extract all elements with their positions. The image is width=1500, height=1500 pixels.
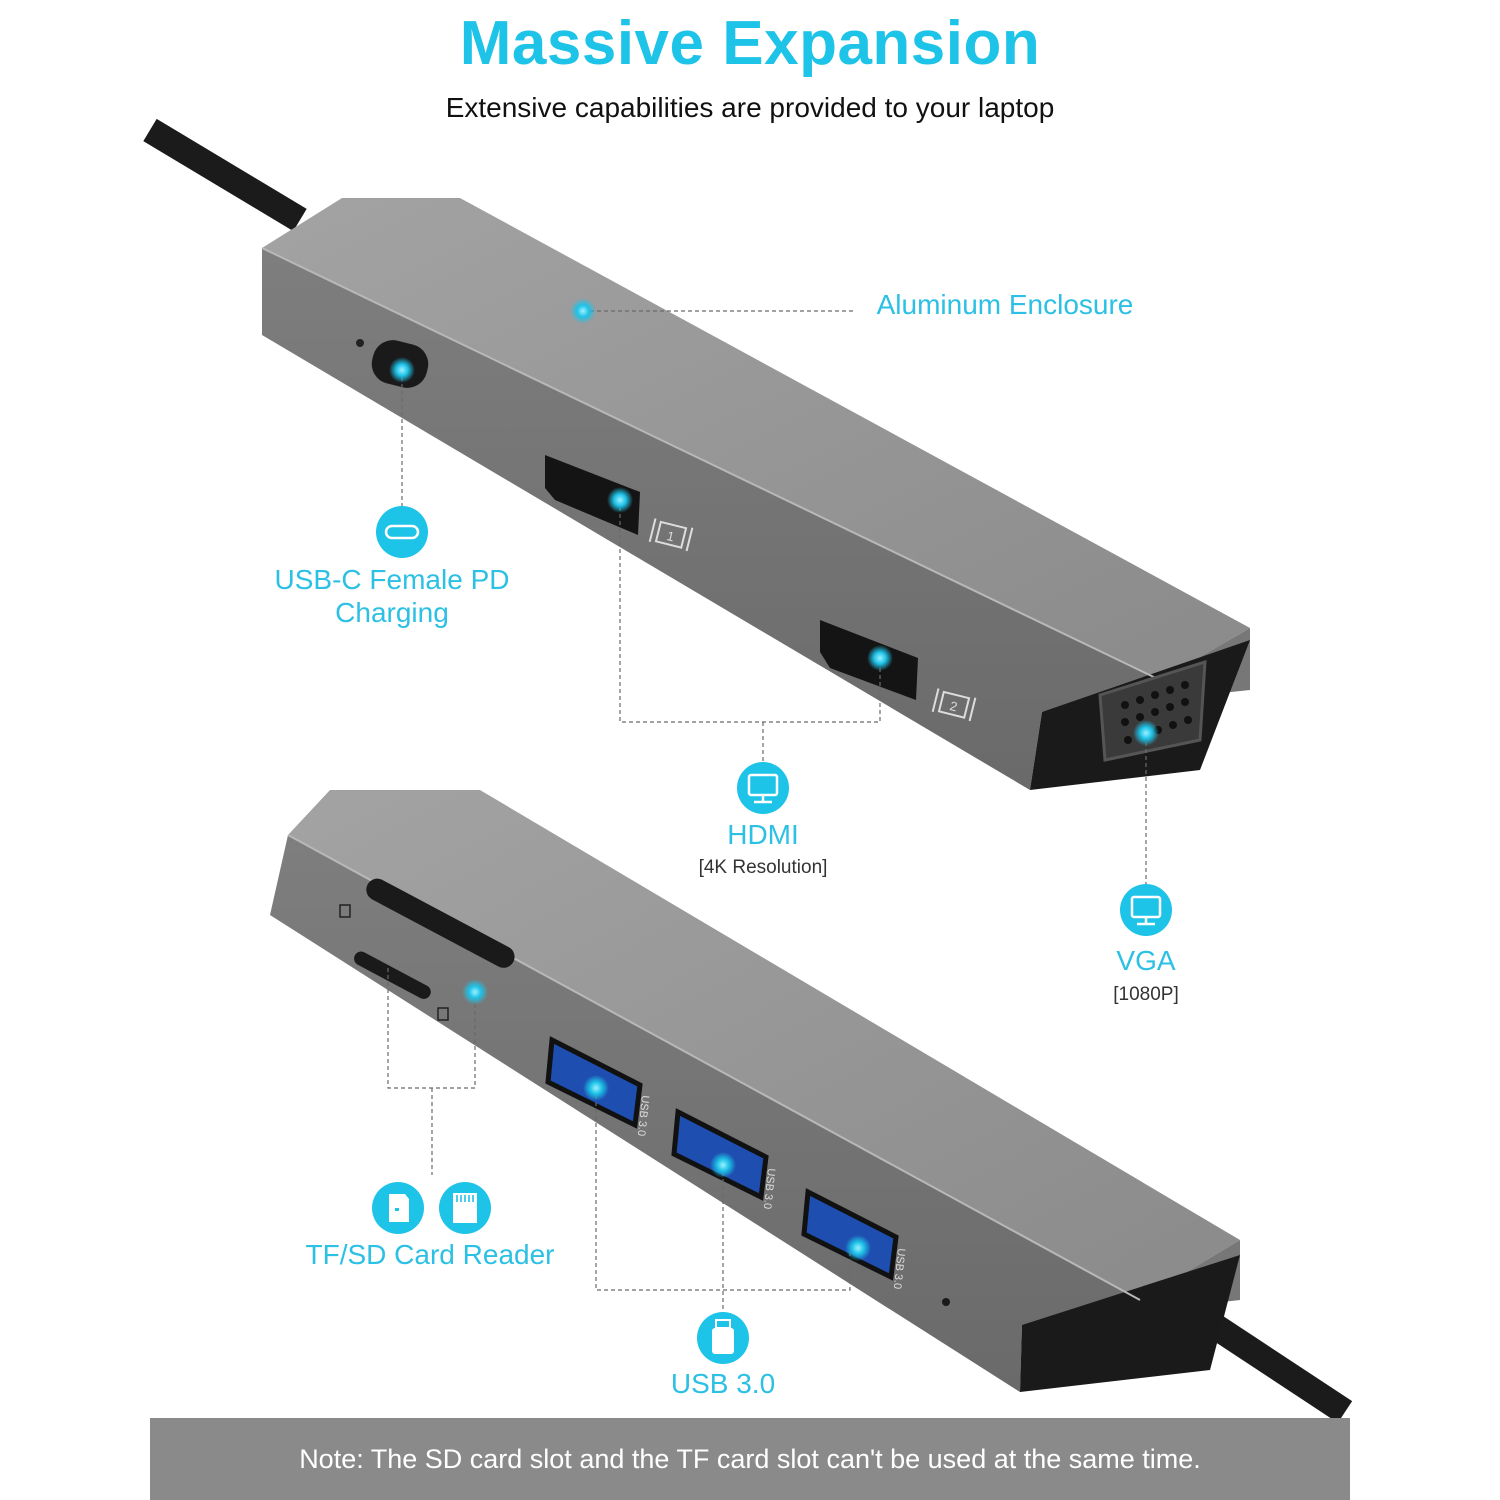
- card-reader-label: TF/SD Card Reader: [305, 1239, 555, 1270]
- vga-label: VGA: [1116, 945, 1176, 976]
- usb-stick-icon: [697, 1312, 749, 1364]
- vga-resolution: [1080P]: [1113, 984, 1179, 1005]
- note-bar: [150, 1418, 1350, 1500]
- bottom-hub-front-face: [270, 835, 1140, 1392]
- usb-port-mark-3: USB 3.0: [891, 1248, 907, 1290]
- status-led: [942, 1298, 950, 1306]
- usb-port-mark-1: USB 3.0: [635, 1095, 651, 1137]
- top-cable: [143, 118, 307, 232]
- page-subtitle: Extensive capabilities are provided to y…: [445, 92, 1055, 123]
- usb-a-port-3: [801, 1188, 899, 1281]
- tf-card-icon: [372, 1182, 424, 1234]
- hdmi-1-number: 1: [665, 528, 676, 544]
- sd-card-slot: [366, 878, 515, 968]
- sd-card-icon: [439, 1182, 491, 1234]
- bottom-hub: USB 3.0 USB 3.0 USB 3.0: [270, 790, 1353, 1423]
- usb-c-port-icon: [376, 506, 428, 558]
- hdmi-resolution: [4K Resolution]: [698, 857, 828, 878]
- monitor-icon: [1120, 884, 1172, 936]
- bottom-hub-top-face: [288, 790, 1240, 1300]
- monitor-icon: [737, 762, 789, 814]
- usb-port-mark-2: USB 3.0: [761, 1168, 777, 1210]
- hdmi-1-mark: 1: [648, 518, 694, 552]
- callout-lines: [387, 310, 1147, 1310]
- note-text: Note: The SD card slot and the TF card s…: [299, 1444, 1201, 1474]
- hdmi-2-number: 2: [948, 698, 959, 714]
- usb-c-label-line1: USB-C Female PD: [274, 564, 510, 595]
- top-hub: 1 2: [143, 118, 1250, 790]
- usb3-label: USB 3.0: [670, 1368, 776, 1399]
- top-hub-top-face: [262, 198, 1250, 680]
- page-title: Massive Expansion: [459, 9, 1041, 78]
- usb-c-label-line2: Charging: [335, 597, 449, 628]
- top-hub-front-face: [262, 248, 1160, 790]
- callout-dots: [389, 298, 1159, 1261]
- hdmi-2-mark: 2: [931, 688, 977, 722]
- hdmi-port-1: [545, 455, 640, 535]
- aluminum-enclosure-label: Aluminum Enclosure: [876, 289, 1134, 320]
- bottom-hub-right-end: [1020, 1255, 1240, 1392]
- hdmi-label: HDMI: [727, 819, 799, 850]
- tf-card-slot: [354, 951, 431, 999]
